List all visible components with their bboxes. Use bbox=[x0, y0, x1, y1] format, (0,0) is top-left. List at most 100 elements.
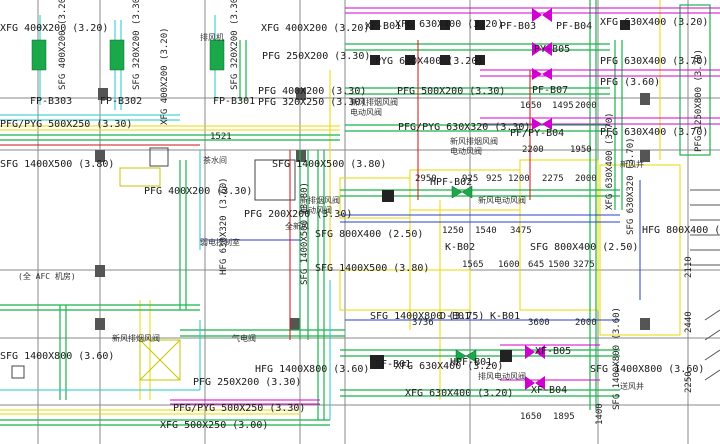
dimension: 1521 bbox=[210, 132, 232, 142]
room-note: 茶水间 bbox=[203, 156, 227, 165]
equipment-tag: PF-B07 bbox=[532, 85, 569, 96]
duct-label: SFG 800X400 (2.50) bbox=[530, 242, 639, 253]
duct-label-vertical: XFG 630X400 (3.70) bbox=[605, 112, 615, 210]
room-note: 排风机 bbox=[200, 33, 224, 42]
duct-label: XFG 630X400 (3.20) bbox=[405, 388, 514, 399]
equipment-tag: K-B01 bbox=[490, 311, 521, 322]
duct-label: PFG/PYG 500X250 (3.30) bbox=[0, 119, 133, 130]
room-note: 送风井 bbox=[620, 382, 644, 391]
duct-label: PFG 500X200 (3.30) bbox=[397, 86, 506, 97]
room-note: 新排烟风阀 bbox=[300, 196, 340, 205]
dimension: 2250 bbox=[684, 371, 694, 393]
equipment-tag: PY-B05 bbox=[534, 44, 571, 55]
equipment-tag: XF-B01 bbox=[365, 21, 402, 32]
dimension: 3600 bbox=[528, 318, 550, 328]
dimension: 1895 bbox=[553, 412, 575, 422]
dimension: 1600 bbox=[498, 260, 520, 270]
equipment-tag: HPF-B01 bbox=[450, 357, 493, 368]
room-note: 电动风阀 bbox=[300, 206, 332, 215]
room-note: (全 AFC 机房) bbox=[18, 272, 76, 281]
duct-label: XFG 630X400 (3.20) bbox=[395, 19, 504, 30]
duct-label: PFG 200X200 (3.30) bbox=[244, 209, 353, 220]
dimension: 3475 bbox=[510, 226, 532, 236]
equipment-tag: FP-B302 bbox=[100, 96, 143, 107]
room-note: 新风排烟风阀 bbox=[450, 137, 498, 146]
dimension: 925 bbox=[486, 174, 503, 184]
duct-label-vertical: PFG 1250X800 (3.70) bbox=[694, 49, 704, 152]
duct-label-vertical: SFG 320X200 (3.30) bbox=[132, 0, 142, 90]
dimension: 2000 bbox=[575, 101, 597, 111]
equipment-tag: PF/PY-B04 bbox=[510, 128, 565, 139]
room-note: 气电阀 bbox=[232, 334, 256, 343]
equipment-tag: XF-B05 bbox=[535, 346, 572, 357]
duct-label: SFG 1400X800 (3.60) bbox=[590, 364, 705, 375]
duct-label: SFG 1400X500 (3.80) bbox=[272, 159, 387, 170]
dimension: 2000 bbox=[575, 318, 597, 328]
duct-label: XFG 500X250 (3.00) bbox=[160, 420, 269, 431]
duct-label: XFG 400X200 (3.20) bbox=[0, 23, 109, 34]
duct-label: HFG 800X400 (2.50) bbox=[642, 225, 720, 236]
dimension: 3275 bbox=[573, 260, 595, 270]
duct-label-vertical: SFG 630X320 (3.70) bbox=[626, 137, 636, 235]
duct-label: PFG 250X200 (3.30) bbox=[193, 377, 302, 388]
duct-label: PFG 630X400 (3.70) bbox=[600, 127, 709, 138]
duct-label: PFG 400X200 (3.30) bbox=[258, 86, 367, 97]
room-note: 电动风阀 bbox=[350, 108, 382, 117]
duct-label: SFG 800X400 (2.50) bbox=[315, 229, 424, 240]
duct-label-vertical: SFG 320X200 (3.30) bbox=[230, 0, 240, 90]
dimension: 2440 bbox=[684, 311, 694, 333]
equipment-tag: FP-B303 bbox=[30, 96, 73, 107]
dimension: 1200 bbox=[508, 174, 530, 184]
dimension: 1950 bbox=[570, 145, 592, 155]
equipment-tag: HPF-B02 bbox=[430, 177, 473, 188]
duct-label: SFG 1400X800 (3.75) bbox=[370, 311, 485, 322]
dimension: 645 bbox=[528, 260, 545, 270]
duct-label: SFG 1400X500 (3.80) bbox=[0, 159, 115, 170]
duct-label-vertical: XFG 400X200 (3.20) bbox=[160, 27, 170, 125]
equipment-tag: PF-B03 bbox=[500, 21, 537, 32]
room-note: 新风井 bbox=[620, 160, 644, 169]
duct-label: XFG 630X400 (3.20) bbox=[600, 17, 709, 28]
room-note: 新风电动风阀 bbox=[478, 196, 526, 205]
equipment-tag: SF-B01 bbox=[375, 359, 412, 370]
dimension: 1500 bbox=[548, 260, 570, 270]
dimension: 1250 bbox=[442, 226, 464, 236]
duct-label: SFG 1400X800 (3.60) bbox=[0, 351, 115, 362]
room-note: 新风排烟风阀 bbox=[350, 98, 398, 107]
duct-label: SFG 1400X500 (3.80) bbox=[315, 263, 430, 274]
dimension: 1650 bbox=[520, 412, 542, 422]
duct-label: XFG 630X400 (3.20) bbox=[395, 361, 504, 372]
duct-label: PFG/PYG 500X250 (3.30) bbox=[173, 403, 306, 414]
dimension: 1540 bbox=[475, 226, 497, 236]
dimension: 2275 bbox=[542, 174, 564, 184]
duct-label: XFG 400X200 (3.20) bbox=[261, 23, 370, 34]
equipment-tag: FP-B301 bbox=[213, 96, 256, 107]
room-note: 电动风阀 bbox=[450, 147, 482, 156]
equipment-tag: PF-B04 bbox=[556, 21, 593, 32]
duct-label: PFG (3.60) bbox=[600, 77, 661, 88]
equipment-tag: K-B02 bbox=[445, 242, 476, 253]
dimension: 925 bbox=[462, 174, 479, 184]
dimension: 1495 bbox=[552, 101, 574, 111]
room-note: 弱电控制室 bbox=[200, 238, 240, 247]
duct-label-vertical: SFG 400X200 (3.20) bbox=[58, 0, 68, 90]
room-note: 新风排烟风阀 bbox=[112, 334, 160, 343]
dimension: 1565 bbox=[462, 260, 484, 270]
duct-label: PYG 630X400 (3.20) bbox=[375, 56, 484, 67]
dimension: 2110 bbox=[684, 256, 694, 278]
equipment-tag: XF-B04 bbox=[531, 385, 568, 396]
duct-label: PFG 320X250 (3.30) bbox=[258, 97, 367, 108]
dimension: 1650 bbox=[520, 101, 542, 111]
room-note: 排风电动风阀 bbox=[478, 372, 526, 381]
dimension: 3736 bbox=[412, 318, 434, 328]
dimension: 2950 bbox=[415, 174, 437, 184]
duct-label: PFG 250X200 (3.30) bbox=[262, 51, 371, 62]
duct-label: HFG 1400X800 (3.60) bbox=[255, 364, 370, 375]
duct-label: PFG 630X400 (3.70) bbox=[600, 56, 709, 67]
dimension: 2000 bbox=[575, 174, 597, 184]
duct-label: PFG/PYG 630X320 (3.30) bbox=[398, 122, 531, 133]
dimension: 1400 bbox=[595, 403, 605, 425]
duct-label-vertical: SFG 1400X800 (3.60) bbox=[612, 307, 622, 410]
